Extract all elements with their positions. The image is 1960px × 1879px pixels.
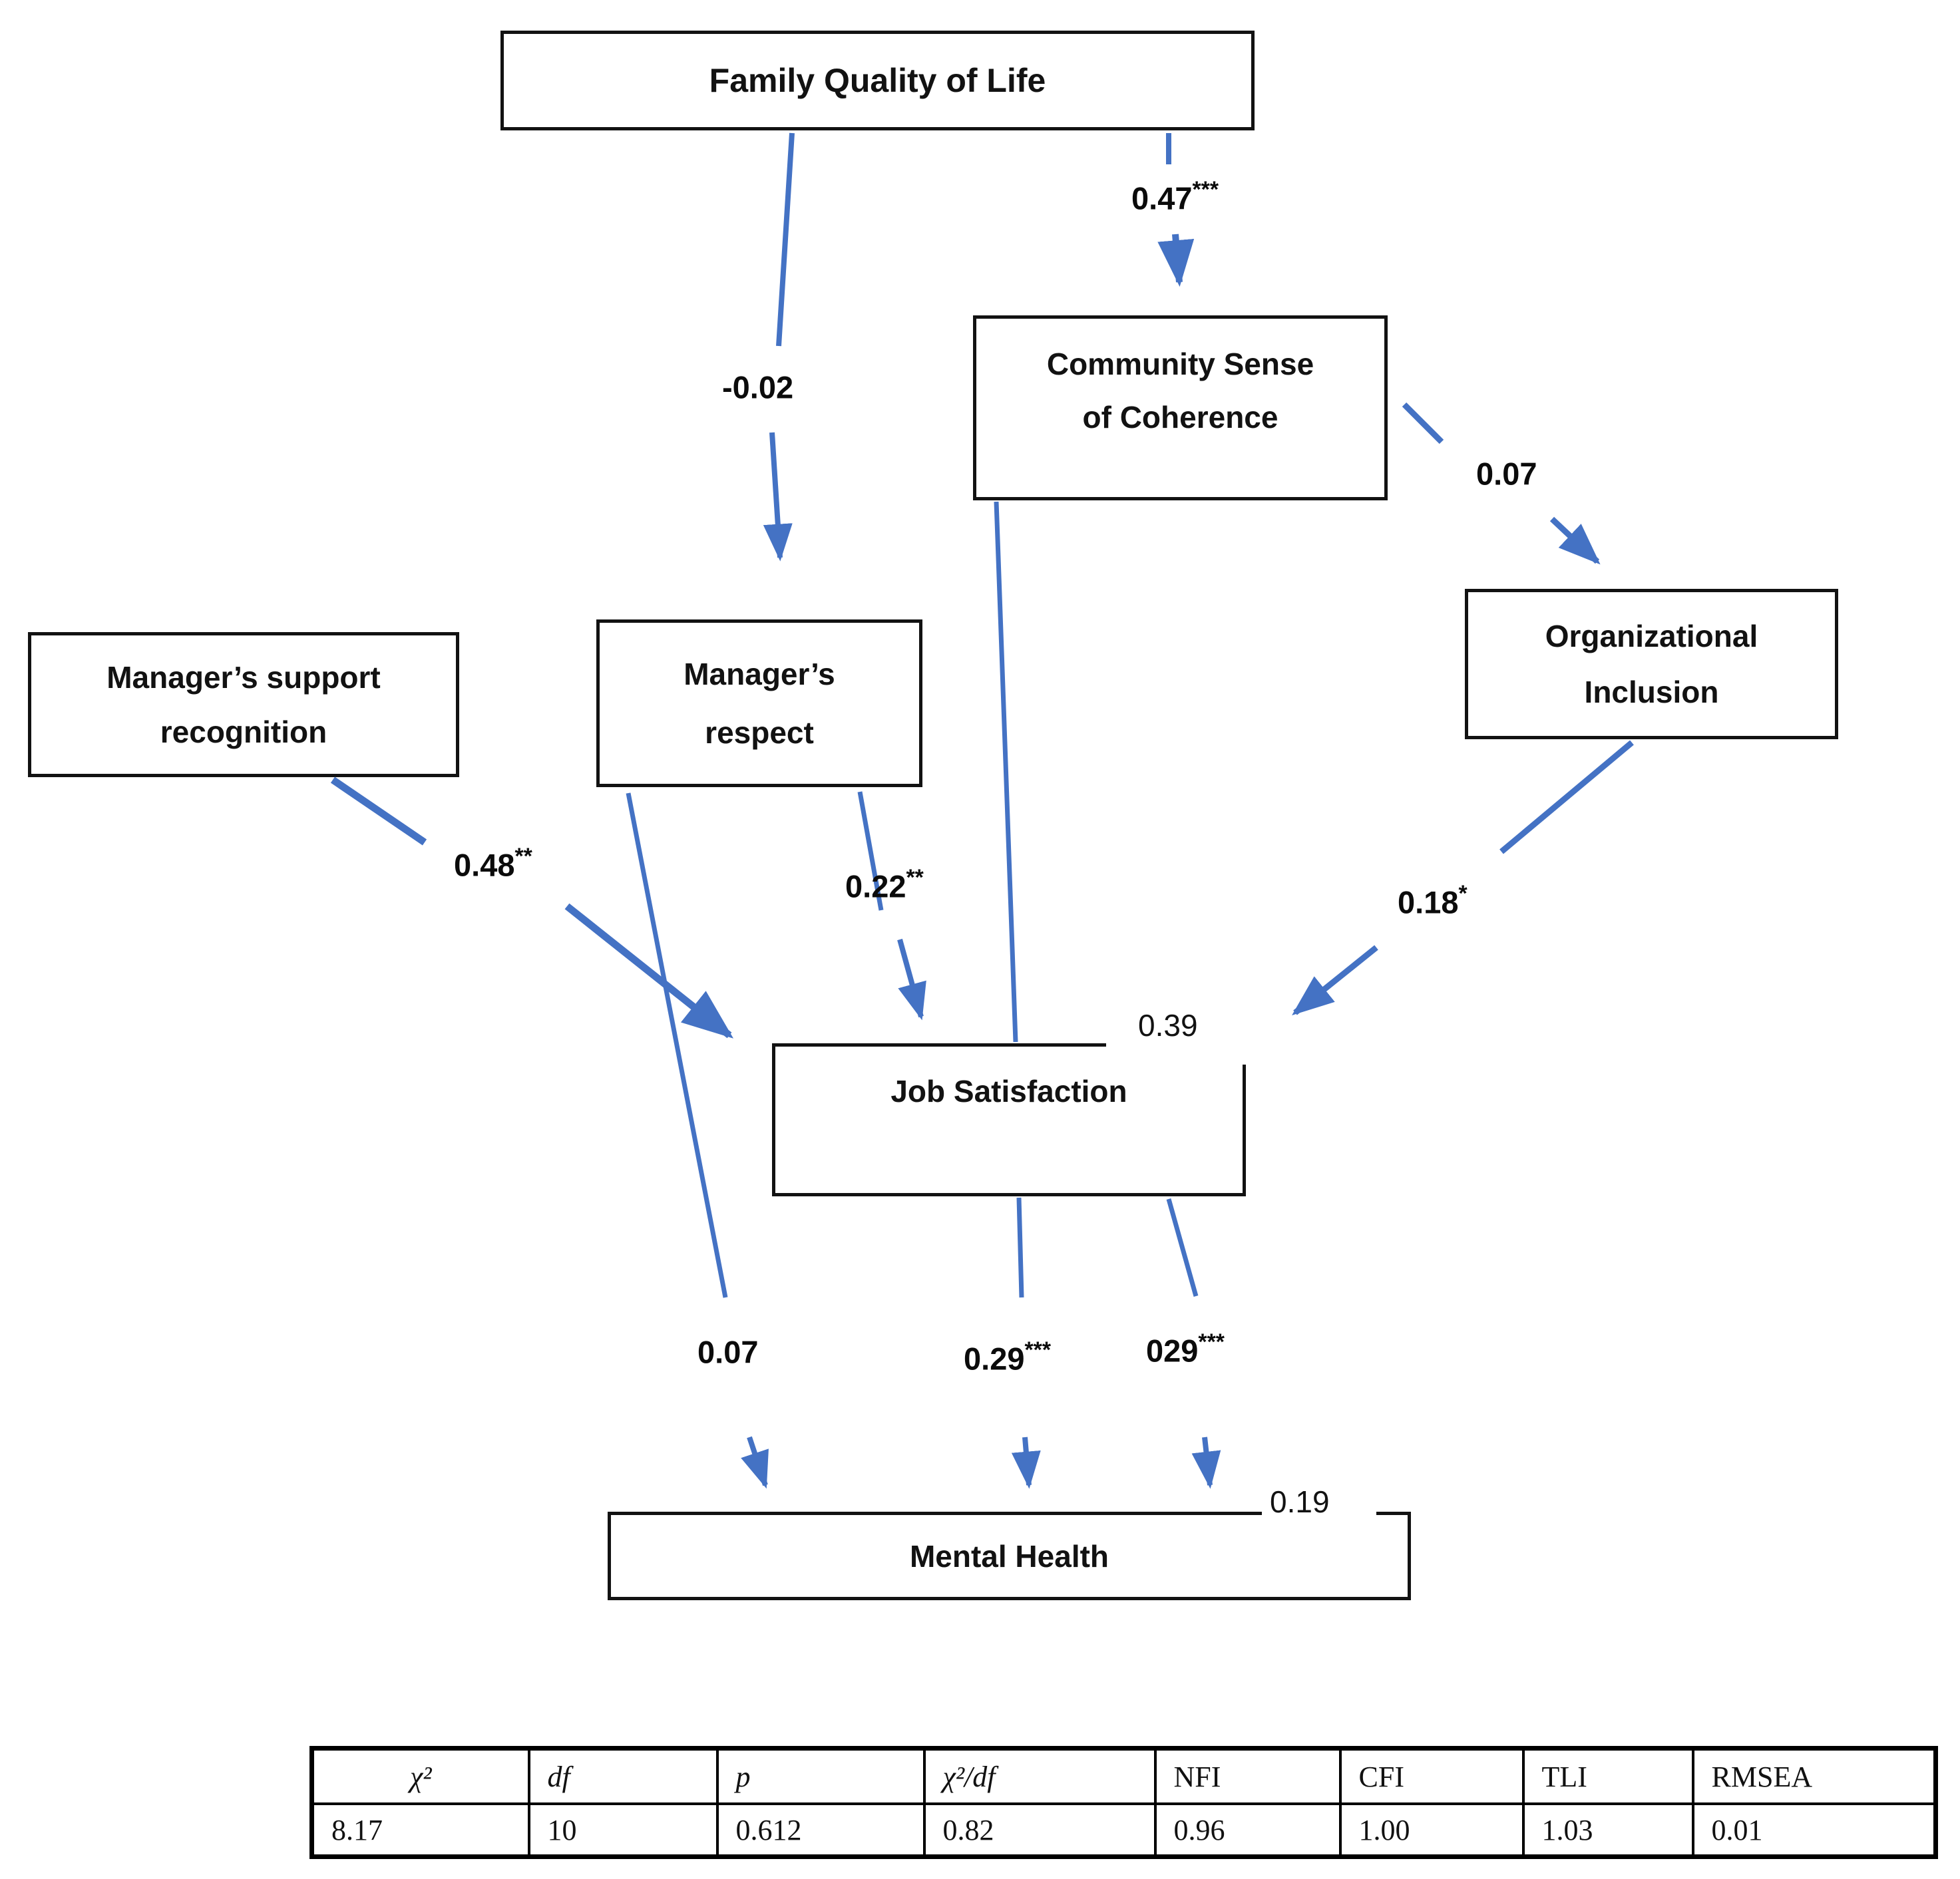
fit-header-chi2: χ² — [310, 1746, 530, 1805]
fit-table-header-row: χ² df p χ²/df NFI CFI TLI RMSEA — [310, 1746, 1937, 1805]
coef-organizational-inclusion-job-satisfaction: 0.18* — [1398, 881, 1468, 920]
node-label-line1: Manager’s support — [106, 660, 381, 695]
fit-value-chi2-df: 0.82 — [922, 1802, 1157, 1859]
fit-header-nfi: NFI — [1153, 1746, 1342, 1805]
fit-header-rmsea: RMSEA — [1691, 1746, 1937, 1805]
fit-header-df: df — [527, 1746, 719, 1805]
node-label-line1: Community Sense — [1046, 347, 1314, 381]
coef-fqol-csoc: 0.47*** — [1131, 177, 1219, 216]
fit-value-cfi: 1.00 — [1338, 1802, 1525, 1859]
coef-managers-respect-mental-health: 0.07 — [697, 1334, 759, 1370]
coef-csoc-organizational-inclusion: 0.07 — [1476, 456, 1537, 492]
node-label-line2: Inclusion — [1584, 675, 1719, 709]
fit-header-tli: TLI — [1521, 1746, 1694, 1805]
node-label: Job Satisfaction — [890, 1074, 1127, 1109]
fit-value-tli: 1.03 — [1521, 1802, 1694, 1859]
node-label: Mental Health — [909, 1538, 1109, 1574]
node-label-line2: recognition — [160, 715, 327, 749]
coef-csoc-mental-health: 0.29*** — [964, 1337, 1051, 1377]
fit-value-chi2: 8.17 — [310, 1802, 530, 1859]
fit-value-df: 10 — [527, 1802, 719, 1859]
fit-value-rmsea: 0.01 — [1691, 1802, 1937, 1859]
node-family-quality-of-life: Family Quality of Life — [500, 31, 1255, 130]
node-job-satisfaction: Job Satisfaction — [772, 1043, 1246, 1196]
fit-value-nfi: 0.96 — [1153, 1802, 1342, 1859]
coef-msr-job-satisfaction: 0.48** — [454, 844, 532, 883]
node-managers-support-recognition: Manager’s support recognition — [28, 632, 459, 777]
fit-value-p: 0.612 — [715, 1802, 926, 1859]
model-fit-table: χ² df p χ²/df NFI CFI TLI RMSEA 8.17 10 … — [309, 1746, 1938, 1859]
node-label-line1: Organizational — [1545, 619, 1758, 653]
node-community-sense-of-coherence: Community Sense of Coherence — [973, 315, 1388, 500]
node-label: Family Quality of Life — [709, 62, 1046, 99]
coef-fqol-managers-respect: -0.02 — [722, 369, 794, 405]
coef-job-satisfaction-mental-health: 029*** — [1146, 1329, 1225, 1369]
node-label-line2: of Coherence — [1082, 400, 1278, 434]
fit-header-cfi: CFI — [1338, 1746, 1525, 1805]
node-label-line2: respect — [705, 715, 814, 750]
node-label-line1: Manager’s — [684, 657, 835, 691]
r2-label-mental-health: 0.19 — [1262, 1484, 1376, 1528]
fit-header-chi2-df: χ²/df — [922, 1746, 1157, 1805]
fit-header-p: p — [715, 1746, 926, 1805]
r2-label-job-satisfaction: 0.39 — [1106, 1006, 1284, 1065]
coef-managers-respect-job-satisfaction: 0.22** — [845, 865, 924, 904]
node-managers-respect: Manager’s respect — [596, 619, 922, 787]
node-organizational-inclusion: Organizational Inclusion — [1465, 589, 1838, 739]
fit-table-value-row: 8.17 10 0.612 0.82 0.96 1.00 1.03 0.01 — [310, 1802, 1937, 1859]
